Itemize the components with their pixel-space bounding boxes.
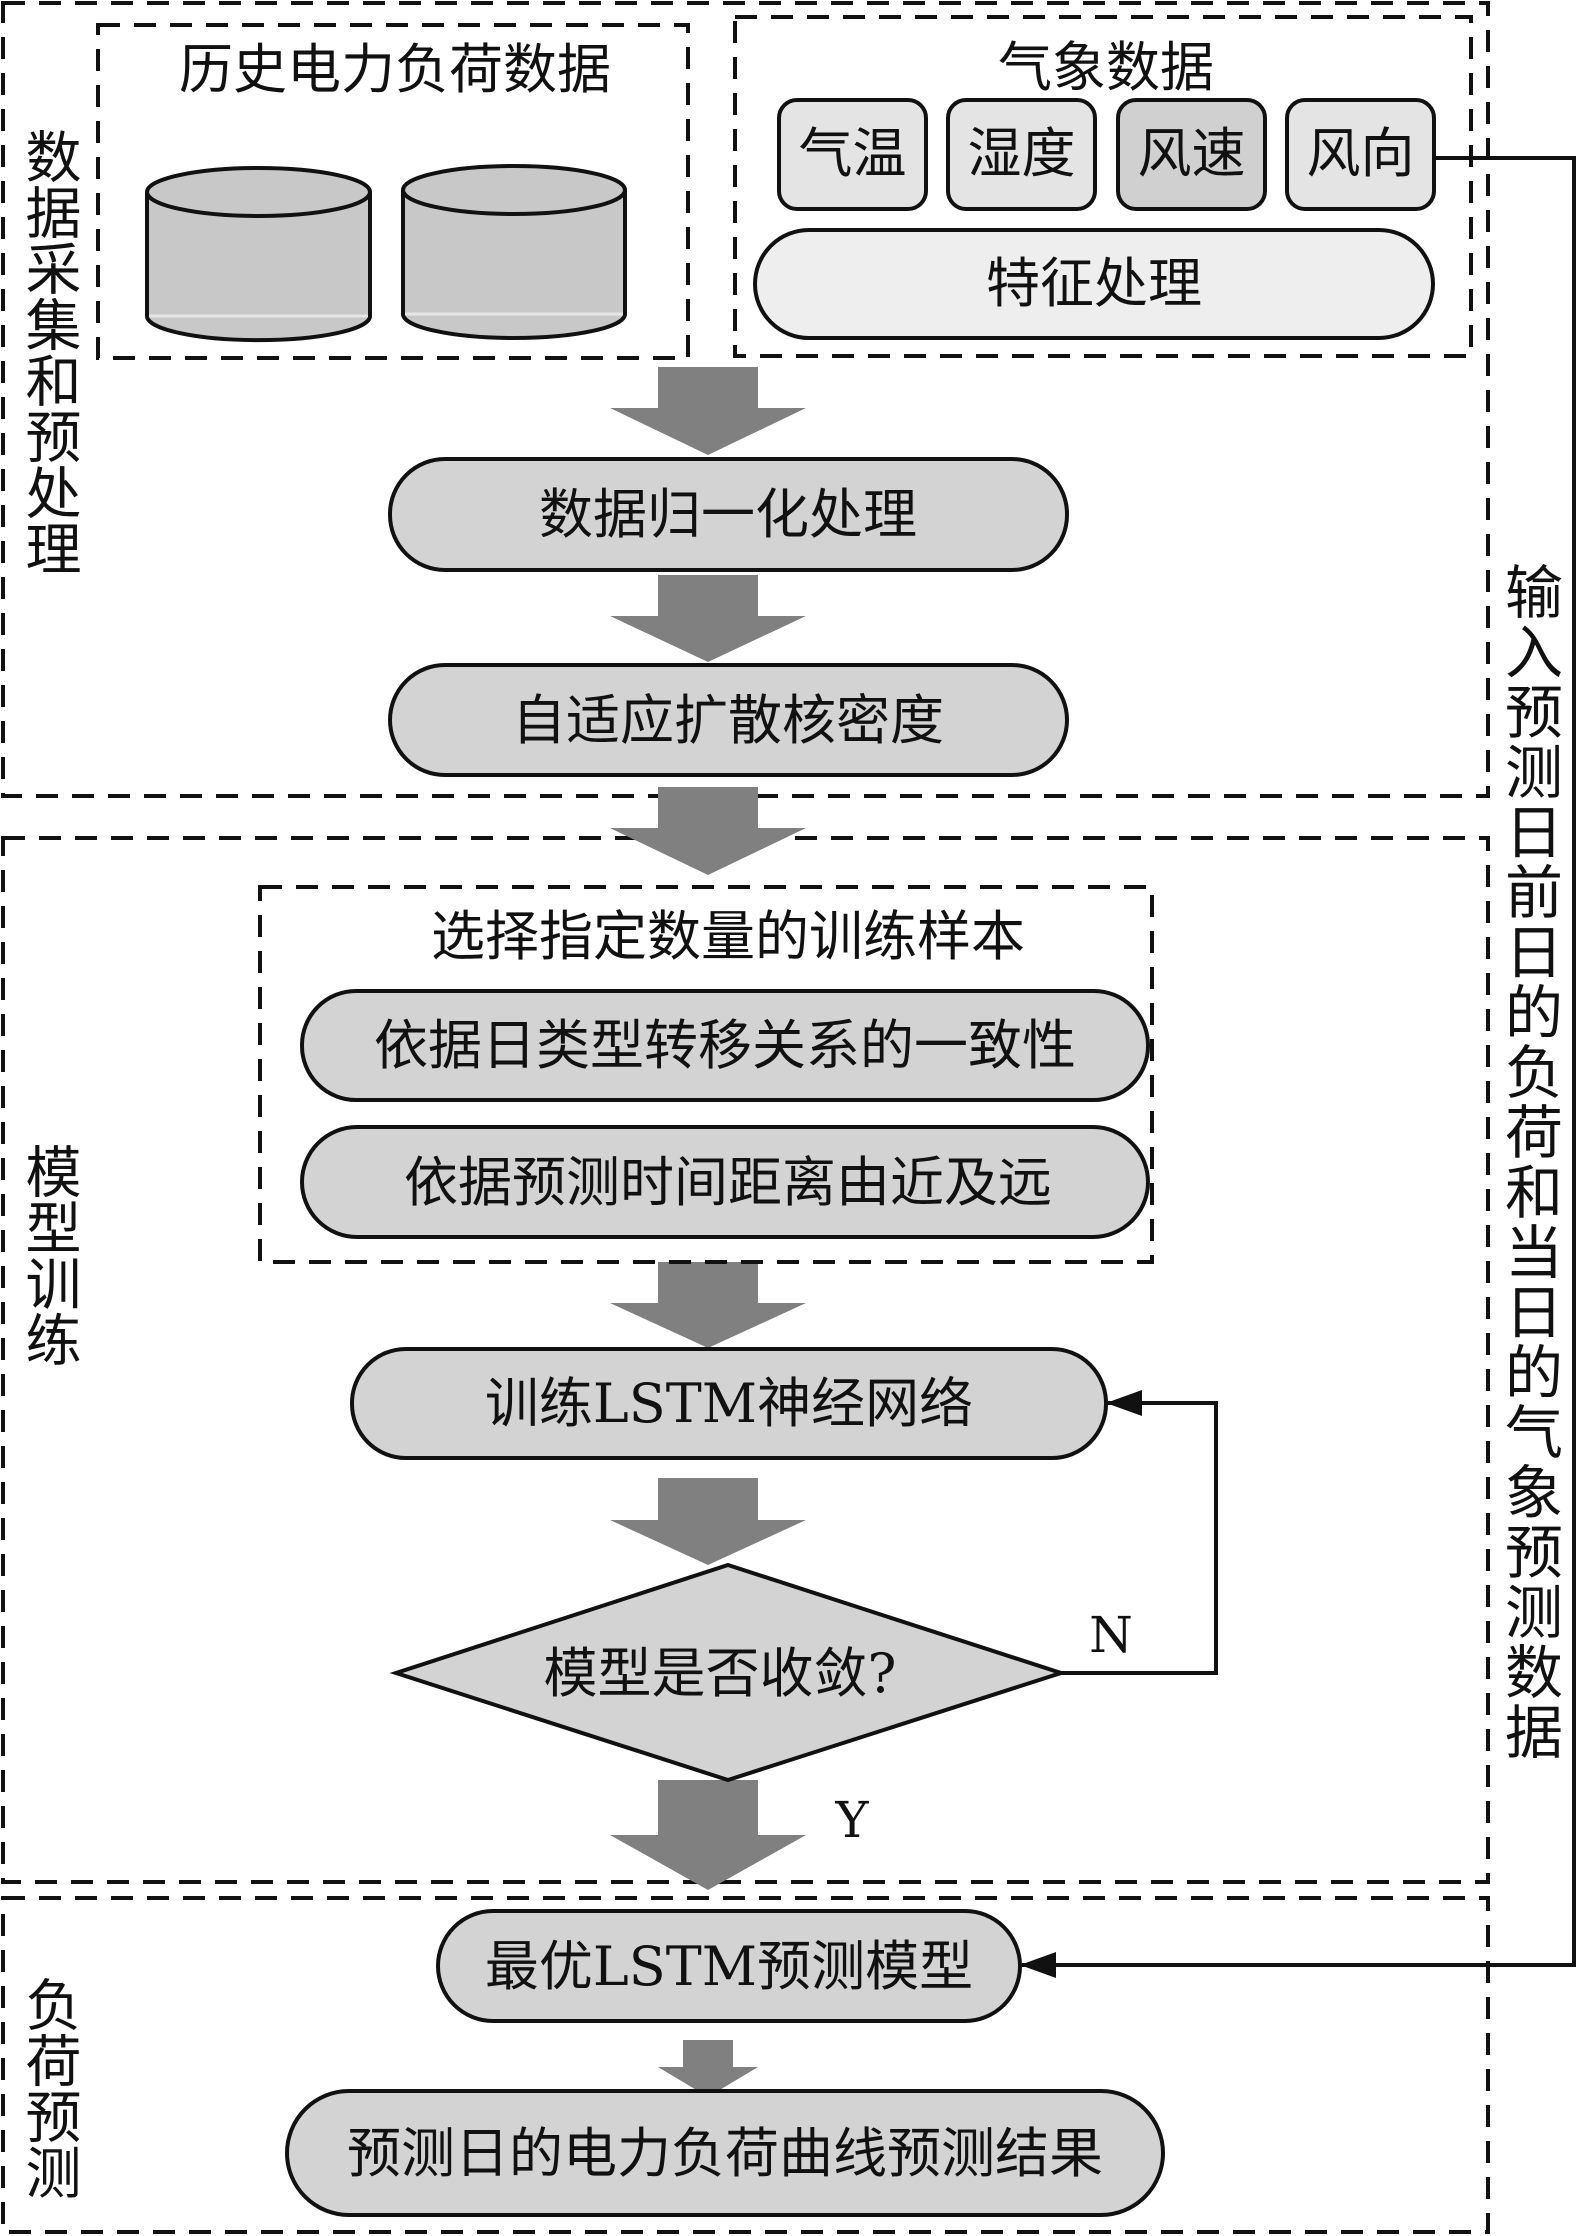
side-input-label: 输入预测日前日的负荷和当日的气象预测数据 (1495, 562, 1563, 1762)
flow-arrow (610, 787, 806, 875)
convergence-decision-node[interactable] (389, 1562, 1068, 1783)
weather-feature-box[interactable] (1285, 98, 1436, 211)
weather-data-title: 气象数据 (998, 36, 1214, 99)
train-lstm-label: 训练LSTM神经网络 (485, 1372, 973, 1435)
best-model-label: 最优LSTM预测模型 (485, 1935, 973, 1998)
flow-arrow (610, 1262, 806, 1348)
section-label-model-training: 模型训练 (16, 1143, 81, 1367)
decision-no-label: N (1089, 1606, 1133, 1664)
weather-data-group (733, 15, 1473, 358)
section-frame-model-training (1, 836, 1490, 1884)
decision-yes-label: Y (834, 1791, 869, 1849)
sample-rule-day-type-node[interactable] (300, 989, 1150, 1102)
normalize-label: 数据归一化处理 (539, 483, 917, 546)
database-icon (145, 166, 372, 343)
kde-label: 自适应扩散核密度 (512, 689, 944, 752)
weather-feature-box[interactable] (946, 98, 1097, 211)
sample-rule-distance-label: 依据预测时间距离由近及远 (404, 1151, 1052, 1214)
side-input-connector (1020, 156, 1576, 1978)
section-label-load-forecasting: 负荷预测 (16, 1976, 81, 2200)
history-data-title: 历史电力负荷数据 (179, 38, 611, 101)
database-icon (401, 164, 627, 340)
forecast-result-node[interactable] (285, 2089, 1165, 2217)
weather-feature-label: 风向 (1307, 122, 1415, 185)
flow-arrow (658, 2040, 758, 2097)
weather-feature-box[interactable] (1116, 98, 1267, 211)
weather-feature-label: 气温 (799, 122, 907, 185)
flow-arrow (610, 1780, 806, 1890)
convergence-decision-label: 模型是否收敛? (544, 1642, 897, 1705)
kde-node[interactable] (388, 663, 1069, 777)
feature-processing-node[interactable] (753, 228, 1435, 340)
flow-arrow (610, 575, 806, 662)
sample-selection-title: 选择指定数量的训练样本 (431, 905, 1025, 968)
weather-feature-box[interactable] (777, 98, 928, 211)
feature-processing-label: 特征处理 (986, 252, 1202, 315)
weather-feature-label: 湿度 (968, 122, 1076, 185)
sample-selection-group (258, 885, 1154, 1264)
sample-rule-distance-node[interactable] (300, 1125, 1150, 1239)
flow-arrow (610, 367, 806, 455)
section-frame-load-forecasting (1, 1896, 1490, 2234)
sample-rule-day-type-label: 依据日类型转移关系的一致性 (374, 1014, 1076, 1077)
normalize-node[interactable] (388, 457, 1069, 572)
section-frame-data-preprocessing (1, 1, 1490, 798)
section-label-data-preprocessing: 数据采集和预处理 (16, 128, 81, 576)
forecast-result-label: 预测日的电力负荷曲线预测结果 (347, 2122, 1103, 2185)
weather-feature-label: 风速 (1138, 122, 1246, 185)
flow-arrow (610, 1478, 806, 1565)
history-data-group (96, 23, 690, 360)
feedback-loop-connector (1061, 1390, 1218, 1675)
